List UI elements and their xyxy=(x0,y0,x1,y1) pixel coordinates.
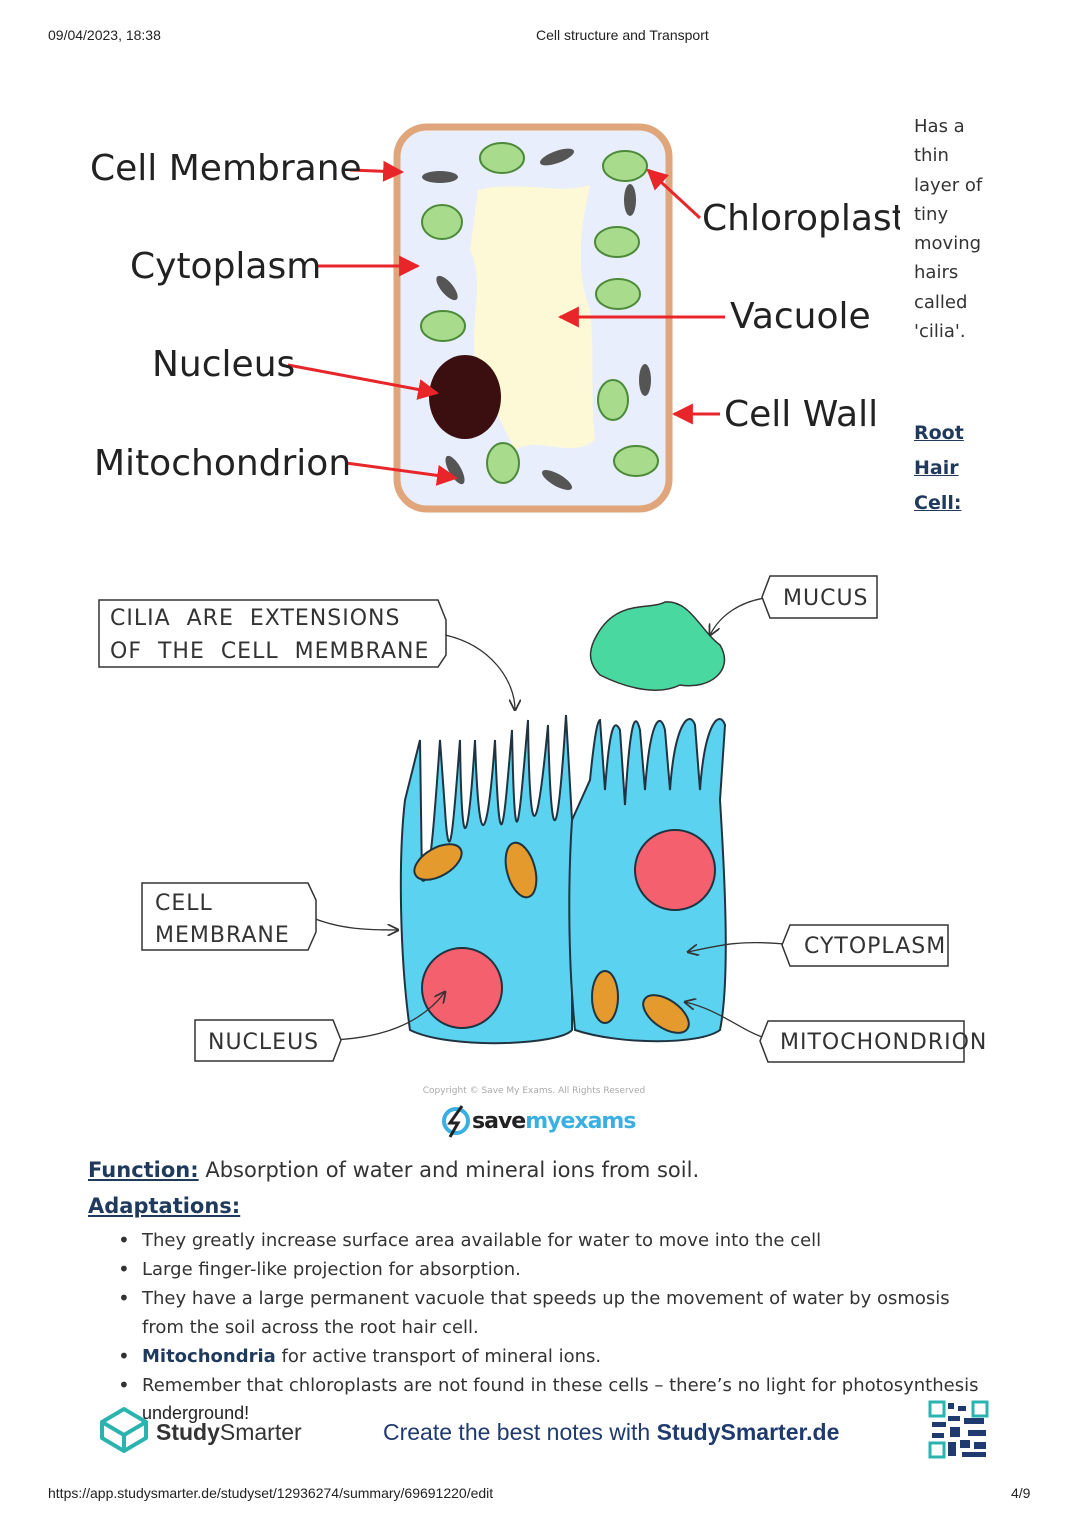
cta-text[interactable]: Create the best notes with StudySmarter.… xyxy=(383,1419,839,1446)
nucleus-right xyxy=(634,829,716,911)
cilia-label-line1: CILIA ARE EXTENSIONS xyxy=(110,606,400,631)
nucleus xyxy=(429,355,501,439)
side-line: 'cilia'. xyxy=(914,321,966,343)
label-vacuole: Vacuole xyxy=(730,296,871,337)
logo-exams: exams xyxy=(560,1109,636,1134)
label-chloroplast: Chloroplast xyxy=(702,198,900,239)
adaptations-label: Adaptations: xyxy=(88,1194,241,1218)
page-url: https://app.studysmarter.de/studyset/129… xyxy=(48,1485,494,1501)
studysmarter-logo-icon xyxy=(100,1407,148,1453)
link-word[interactable]: Cell: xyxy=(914,492,962,515)
list-item: Remember that chloroplasts are not found… xyxy=(112,1371,1012,1400)
brand-name: StudySmarter xyxy=(156,1419,302,1446)
function-line: Function: Absorption of water and minera… xyxy=(88,1158,699,1182)
label-nucleus: Nucleus xyxy=(152,344,295,385)
link-word[interactable]: Root xyxy=(914,422,964,445)
ciliated-cell-diagram: CILIA ARE EXTENSIONS OF THE CELL MEMBRAN… xyxy=(98,575,987,1138)
nucleus-left xyxy=(421,947,503,1029)
membrane-label-line2: MEMBRANE xyxy=(155,923,290,948)
side-note: Has a thin layer of tiny moving hairs ca… xyxy=(914,112,1004,521)
cta-plain: Create the best notes with xyxy=(383,1419,657,1445)
label-boxes xyxy=(98,575,965,1063)
root-hair-cell-link[interactable]: Root Hair Cell: xyxy=(914,416,1004,521)
label-arrows xyxy=(287,160,725,486)
brand-tagline: underground! xyxy=(142,1403,250,1423)
copyright: Copyright © Save My Exams. All Rights Re… xyxy=(423,1086,645,1096)
adaptations-heading: Adaptations: xyxy=(88,1194,240,1218)
mucus-blob xyxy=(589,601,726,691)
svg-text:savemyexams: savemyexams xyxy=(472,1109,636,1134)
side-line: called xyxy=(914,291,968,313)
chloroplasts xyxy=(420,142,659,484)
cytoplasm-label: CYTOPLASM xyxy=(804,934,946,959)
pointer-lines xyxy=(307,597,786,1041)
mucus-label: MUCUS xyxy=(783,586,869,611)
side-line: tiny xyxy=(914,203,949,225)
mitochondrion-label: MITOCHONDRION xyxy=(780,1030,987,1055)
page-number: 4/9 xyxy=(1011,1485,1031,1501)
nucleus-label: NUCLEUS xyxy=(208,1030,319,1055)
brand-study: Study xyxy=(156,1419,220,1445)
brand-smarter: Smarter xyxy=(219,1419,302,1445)
side-line: thin xyxy=(914,145,949,167)
logo-save: save xyxy=(472,1109,525,1134)
print-title: Cell structure and Transport xyxy=(536,27,709,43)
cilia-label-line2: OF THE CELL MEMBRANE xyxy=(110,639,429,664)
cta-link[interactable]: StudySmarter.de xyxy=(656,1419,840,1445)
side-line: layer of xyxy=(914,174,983,196)
label-cytoplasm: Cytoplasm xyxy=(130,246,321,287)
print-datetime: 09/04/2023, 18:38 xyxy=(48,27,161,43)
vacuole xyxy=(470,185,595,450)
function-text: Absorption of water and mineral ions fro… xyxy=(198,1158,700,1182)
qr-code-icon[interactable] xyxy=(928,1400,990,1460)
function-label: Function: xyxy=(88,1158,199,1182)
list-item: Large finger-like projection for absorpt… xyxy=(112,1255,1012,1284)
savemyexams-logo: savemyexams xyxy=(442,1105,637,1138)
mitochondria-bold: Mitochondria xyxy=(142,1346,276,1367)
membrane-label-line1: CELL xyxy=(155,891,213,916)
side-line: hairs xyxy=(914,262,959,284)
plant-cell-diagram: Cell Membrane Cytoplasm Nucleus Mitochon… xyxy=(90,123,900,513)
list-item: They have a large permanent vacuole that… xyxy=(112,1284,992,1342)
list-item-text: for active transport of mineral ions. xyxy=(281,1346,602,1367)
mitochondria xyxy=(413,841,690,1034)
adaptations-list: They greatly increase surface area avail… xyxy=(112,1226,1012,1400)
label-cell-membrane: Cell Membrane xyxy=(90,148,362,189)
link-word[interactable]: Hair xyxy=(914,457,959,480)
side-line: moving xyxy=(914,233,982,255)
side-line: Has a xyxy=(914,116,965,137)
list-item: Mitochondria for active transport of min… xyxy=(112,1342,1012,1371)
list-item: They greatly increase surface area avail… xyxy=(112,1226,1012,1255)
label-cell-wall: Cell Wall xyxy=(724,394,878,435)
label-mitochondrion: Mitochondrion xyxy=(94,443,351,484)
logo-my: my xyxy=(525,1109,561,1134)
